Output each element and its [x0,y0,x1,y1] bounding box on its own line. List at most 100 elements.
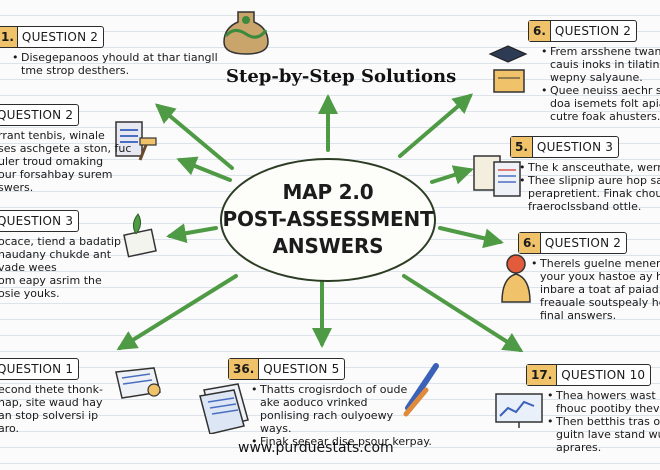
question-number: 5. [511,137,533,157]
question-label: QUESTION 2 [21,29,99,44]
potion-flask-icon [223,11,269,55]
monitor-chart-icon [495,393,543,428]
question-body: ocace, tiend a badatip haudany chukde an… [0,235,121,300]
question-label: QUESTION 10 [561,367,646,382]
question-number: 17. [527,365,558,385]
question-label: QUESTION 2 [544,235,622,250]
question-line: guitn lave stand wuall [556,428,660,441]
question-header: 6. QUESTION 2 [518,232,628,254]
question-line: rrant tenbis, winale [0,129,105,142]
question-number: 6. [519,233,541,253]
question-header: QUESTION 1 [0,358,80,380]
footer-url: www.purduestats.com [238,440,394,456]
question-mid-right-2: 6. QUESTION 2 •Therels guelne mener your… [518,232,660,322]
question-top-right: 6. QUESTION 2 •Frem arsshene twantic cau… [528,20,660,123]
question-line: ways. [260,422,292,435]
question-line: ses aschgete a ston, fuc [0,142,132,155]
question-number: 36. [229,359,260,379]
arrow-top-left [154,103,234,170]
question-line: •Thatts crogisrdoch of oude [251,383,408,396]
question-body: econd thete thonk- hap, site waud hay an… [0,383,103,435]
center-title-bubble: MAP 2.0 POST-ASSESSMENT ANSWERS [220,158,436,282]
question-line: tme strop desthers. [21,64,130,77]
center-title-line-3: ANSWERS [272,234,384,258]
arrow-bottom-left [116,274,238,351]
question-line: •Then betthis tras oeto [547,415,660,428]
question-line: •Thee slipnip aure hop sa [519,174,660,187]
question-label: QUESTION 2 [0,107,74,122]
question-line: haudany chukde ant [0,248,112,261]
question-line: final answers. [540,309,617,322]
arrow-left-2 [166,223,218,244]
question-label: QUESTION 1 [0,361,74,376]
question-line: •Finak sesear dise psour kerpay. [251,435,432,448]
question-line: ake aoduco vrinked [260,396,368,409]
question-line: •Therels guelne mener [531,257,660,270]
question-line: •The k ansceuthate, wern [519,161,660,174]
center-title-line-2: POST-ASSESSMENT [222,207,434,231]
question-body: •Thatts crogisrdoch of oude ake aoduco v… [228,383,432,448]
question-line: uler troud omaking [0,155,104,168]
question-bottom-left: QUESTION 1 econd thete thonk- hap, site … [0,358,103,435]
question-line: an stop solversi ip [0,409,99,422]
question-line: ocace, tiend a badatip [0,235,121,248]
question-bottom-right: 17. QUESTION 10 •Thea howers wast hon fh… [526,364,660,454]
question-line: fhouc pootiby thevest [556,402,660,415]
award-trophy-icon [501,254,531,303]
question-line: aro. [0,422,20,435]
question-line: wepny salyaune. [550,71,643,84]
question-top-left: 1. QUESTION 2 •Disegepanoos yhould at th… [0,26,218,77]
arrow-bottom-right [402,274,524,353]
question-mid-left-2: QUESTION 3 ocace, tiend a badatip haudan… [0,210,121,300]
question-line: •Frem arsshene twantic [541,45,660,58]
question-header: QUESTION 3 [0,210,80,232]
question-line: cutre foak ahusters. [550,110,660,123]
question-line: perapretient. Finak chour g [528,187,660,200]
question-label: QUESTION 2 [554,23,632,38]
question-body: rrant tenbis, winale ses aschgete a ston… [0,129,131,194]
question-body: •The k ansceuthate, wern •Thee slipnip a… [510,161,660,213]
question-mid-left-1: QUESTION 2 rrant tenbis, winale ses asch… [0,104,131,194]
arrow-top-right [398,93,474,158]
question-body: •Therels guelne mener your youx hastoe a… [518,257,660,322]
question-line: vade wees [0,261,57,274]
question-header: 1. QUESTION 2 [0,26,105,48]
question-header: 17. QUESTION 10 [526,364,652,386]
question-header: 6. QUESTION 2 [528,20,638,42]
graduation-cap-book-icon [488,45,528,93]
question-mid-right-1: 5. QUESTION 3 •The k ansceuthate, wern •… [510,136,660,213]
question-line: our forsahbay surem [0,168,113,181]
question-body: •Frem arsshene twantic cauis inoks in ti… [528,45,660,123]
question-line: inbare a toat af paiad [540,283,659,296]
question-header: 36. QUESTION 5 [228,358,346,380]
question-line: aprares. [556,441,602,454]
arrow-left-1 [176,156,232,182]
center-title-line-1: MAP 2.0 [282,180,374,204]
question-line: om eapy asrim the [0,274,102,287]
question-line: your youx hastoe ay hov [540,270,660,283]
arrow-right-2 [438,226,504,249]
question-line: •Quee neuiss aechr sec [541,84,660,97]
arrow-right-1 [430,165,474,185]
subtitle: Step-by-Step Solutions [226,66,457,87]
receipt-scroll-icon [115,367,161,399]
clipboard-hammer-icon [115,121,157,161]
question-number: 1. [0,27,18,47]
book-pages-icon [199,383,249,434]
question-line: •Disegepanoos yhould at thar tiangll [12,51,218,64]
question-line: freauale soutspealy hd [540,296,660,309]
question-label: QUESTION 3 [0,213,74,228]
question-line: ponlising rach oulyoewy [260,409,394,422]
question-line: hap, site waud hay [0,396,103,409]
question-line: fraeroclssband ottle. [528,200,642,213]
question-header: QUESTION 2 [0,104,80,126]
question-line: doa isemets folt apia [550,97,660,110]
question-header: 5. QUESTION 3 [510,136,620,158]
documents-stack-icon [473,155,521,197]
question-line: cauis inoks in tilatino [550,58,660,71]
question-line: swers. [0,181,34,194]
notebook-plant-icon [123,213,157,258]
question-body: •Thea howers wast hon fhouc pootiby thev… [526,389,660,454]
question-label: QUESTION 5 [263,361,340,376]
